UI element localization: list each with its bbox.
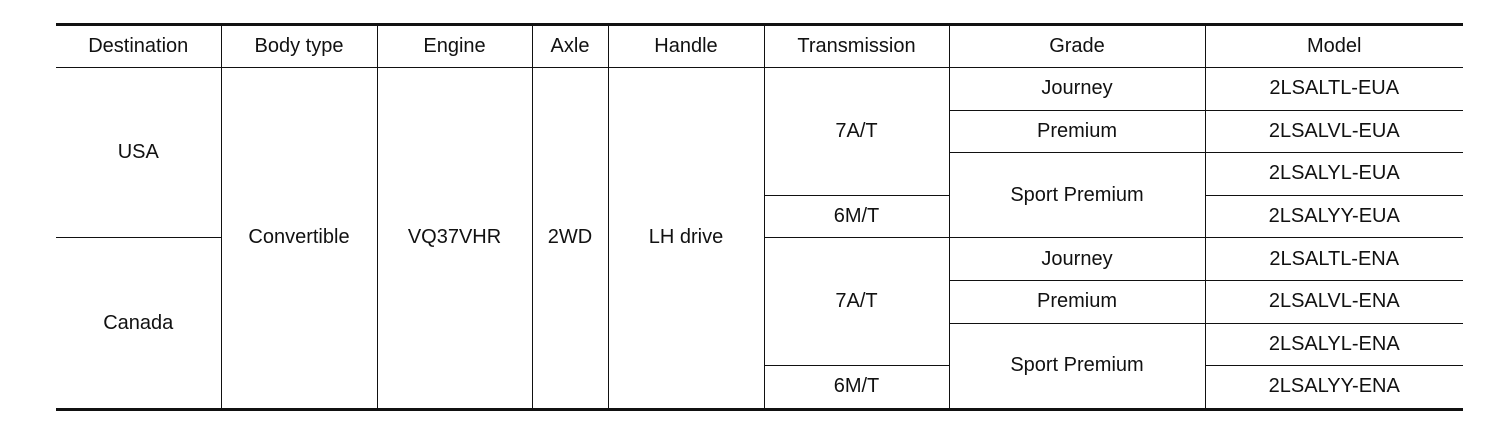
model-canada-3: 2LSALYL-ENA [1204, 322, 1463, 367]
transmission-canada-7at: 7A/T [763, 237, 950, 367]
model-usa-1: 2LSALTL-EUA [1204, 67, 1463, 111]
header-model: Model [1204, 23, 1463, 68]
transmission-canada-6mt: 6M/T [763, 365, 950, 411]
engine-cell: VQ37VHR [376, 67, 533, 411]
destination-canada: Canada [56, 237, 222, 411]
table-row: Premium 2LSALVL-EUA [56, 109, 1463, 154]
table-row: 6M/T 2LSALYY-EUA [56, 194, 1463, 239]
grade-usa-sport-premium: Sport Premium [948, 152, 1206, 239]
model-canada-4: 2LSALYY-ENA [1204, 365, 1463, 411]
table-row: Sport Premium 2LSALYL-ENA [56, 322, 1463, 411]
table-header-row: Destination Body type Engine Axle Handle… [56, 23, 1463, 68]
body-type-cell: Convertible [220, 67, 378, 411]
header-transmission: Transmission [763, 23, 950, 68]
table-row: 6M/T 2LSALYY-ENA [56, 365, 1463, 411]
model-canada-1: 2LSALTL-ENA [1204, 237, 1463, 281]
handle-cell: LH drive [607, 67, 765, 411]
header-engine: Engine [376, 23, 533, 68]
table-row: USA Convertible VQ37VHR 2WD LH drive 7A/… [56, 66, 1463, 411]
model-usa-3: 2LSALYL-EUA [1204, 152, 1463, 196]
model-canada-2: 2LSALVL-ENA [1204, 279, 1463, 324]
model-usa-2: 2LSALVL-EUA [1204, 109, 1463, 154]
destination-usa: USA [56, 66, 222, 239]
header-destination: Destination [56, 23, 222, 68]
header-grade: Grade [948, 23, 1206, 68]
table-row: Sport Premium 2LSALYL-EUA [56, 152, 1463, 239]
header-handle: Handle [607, 23, 765, 68]
grade-canada-premium: Premium [948, 279, 1206, 324]
grade-usa-premium: Premium [948, 109, 1206, 154]
model-specification-table: Destination Body type Engine Axle Handle… [56, 23, 1463, 411]
header-axle: Axle [531, 23, 609, 68]
header-body-type: Body type [220, 23, 378, 68]
transmission-usa-7at: 7A/T [763, 67, 950, 196]
table-row: Canada 7A/T Journey 2LSALTL-ENA [56, 237, 1463, 411]
transmission-usa-6mt: 6M/T [763, 194, 950, 239]
grade-canada-journey: Journey [948, 237, 1206, 281]
table-row: Premium 2LSALVL-ENA [56, 279, 1463, 324]
grade-canada-sport-premium: Sport Premium [948, 322, 1206, 411]
model-usa-4: 2LSALYY-EUA [1204, 194, 1463, 239]
grade-usa-journey: Journey [948, 67, 1206, 111]
axle-cell: 2WD [531, 67, 609, 411]
